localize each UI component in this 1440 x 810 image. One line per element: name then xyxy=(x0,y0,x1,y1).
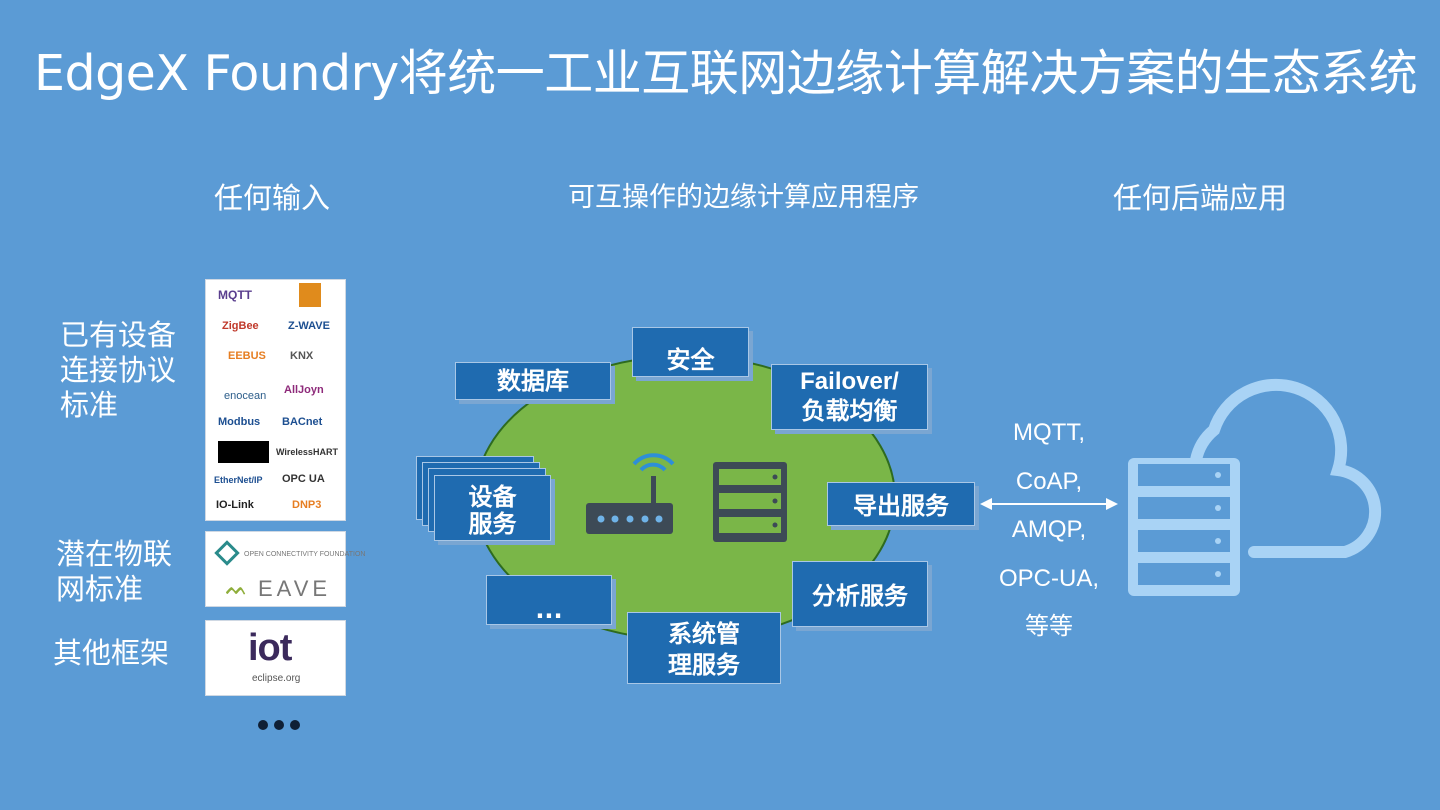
device-service-label: 设备 xyxy=(468,483,517,511)
enocean-logo: enocean xyxy=(224,390,267,402)
label-line: 标准 xyxy=(60,388,119,422)
failover-label: Failover/ xyxy=(800,368,899,395)
modbus-logo: Modbus xyxy=(218,416,261,428)
eclipse-iot-url: eclipse.org xyxy=(252,673,301,684)
system-management-label: 理服务 xyxy=(668,651,740,679)
failover-box: Failover/ 负载均衡 xyxy=(771,364,928,430)
device-service-label: 服务 xyxy=(468,510,517,538)
system-management-box: 系统管 理服务 xyxy=(627,612,781,684)
wirelesshart-logo: WirelessHART xyxy=(276,447,338,457)
protocol-etc: 等等 xyxy=(1025,613,1073,640)
eebus-logo: EEBUS xyxy=(228,350,266,362)
iolink-logo: IO-Link xyxy=(216,499,254,511)
more-services-box: ... xyxy=(486,575,612,625)
eave-logo: EAVE xyxy=(258,576,332,601)
frameworks-panel: iot eclipse.org xyxy=(205,620,346,696)
ocf-logo: OPEN CONNECTIVITY FOUNDATION xyxy=(244,551,366,558)
cloud-server-icon xyxy=(1128,378,1382,596)
label-line: 已有设备 xyxy=(60,318,177,352)
knx-logo: KNX xyxy=(290,350,314,362)
dnp3-logo: DNP3 xyxy=(292,499,322,511)
iot-standards-panel: OPEN CONNECTIVITY FOUNDATION EAVE ᨓ xyxy=(205,531,365,607)
label-line: 网标准 xyxy=(56,572,144,606)
zwave-logo: Z-WAVE xyxy=(288,320,330,332)
load-balance-label: 负载均衡 xyxy=(801,398,898,425)
other-frameworks-label: 其他框架 xyxy=(53,636,170,670)
protocol-logos-panel: MQTT ZigBee Z-WAVE EEBUS KNX enocean All… xyxy=(205,279,346,521)
badge-logo xyxy=(299,283,321,307)
protocol-coap: CoAP, xyxy=(1015,467,1083,495)
alljoyn-logo: AllJoyn xyxy=(284,384,324,396)
export-service-box: 导出服务 xyxy=(827,482,975,526)
zigbee-logo: ZigBee xyxy=(222,320,259,332)
protocol-amqp: AMQP, xyxy=(1011,516,1087,543)
page-title: EdgeX Foundry将统一工业互联网边缘计算解决方案的生态系统 xyxy=(34,45,1418,102)
column-header-input: 任何输入 xyxy=(214,181,331,215)
protocol-opcua: OPC-UA, xyxy=(998,564,1099,592)
opcua-logo: OPC UA xyxy=(282,473,325,485)
mqtt-logo: MQTT xyxy=(218,288,252,302)
security-box: 安全 xyxy=(632,327,749,377)
analytics-service-box: 分析服务 xyxy=(792,561,928,627)
eave-mark-icon: ᨓ xyxy=(226,578,248,598)
column-header-middle: 可互操作的边缘计算应用程序 xyxy=(568,182,919,213)
protocol-mqtt: MQTT, xyxy=(1013,419,1085,446)
bidirectional-arrow-icon xyxy=(980,498,1118,510)
eclipse-iot-logo: iot xyxy=(248,627,292,669)
database-box: 数据库 xyxy=(455,362,611,400)
iot-standards-label: 潜在物联 网标准 xyxy=(56,537,172,607)
router-icon xyxy=(586,453,675,534)
label-line: 连接协议 xyxy=(60,353,177,387)
ethernetip-logo: EtherNet/IP xyxy=(214,475,263,485)
label-line: 潜在物联 xyxy=(56,537,173,571)
bacnet-logo: BACnet xyxy=(282,416,323,428)
column-header-backend: 任何后端应用 xyxy=(1113,181,1288,215)
more-ellipsis-icon xyxy=(258,715,306,734)
existing-protocols-label: 已有设备 连接协议 标准 xyxy=(60,318,176,423)
server-icon xyxy=(713,462,787,542)
redacted-logo xyxy=(218,441,269,463)
system-management-label: 系统管 xyxy=(668,620,740,648)
backend-protocols-list: MQTT, CoAP, AMQP, OPC-UA, 等等 xyxy=(990,409,1108,652)
device-service-box: 设备 服务 xyxy=(434,475,551,541)
